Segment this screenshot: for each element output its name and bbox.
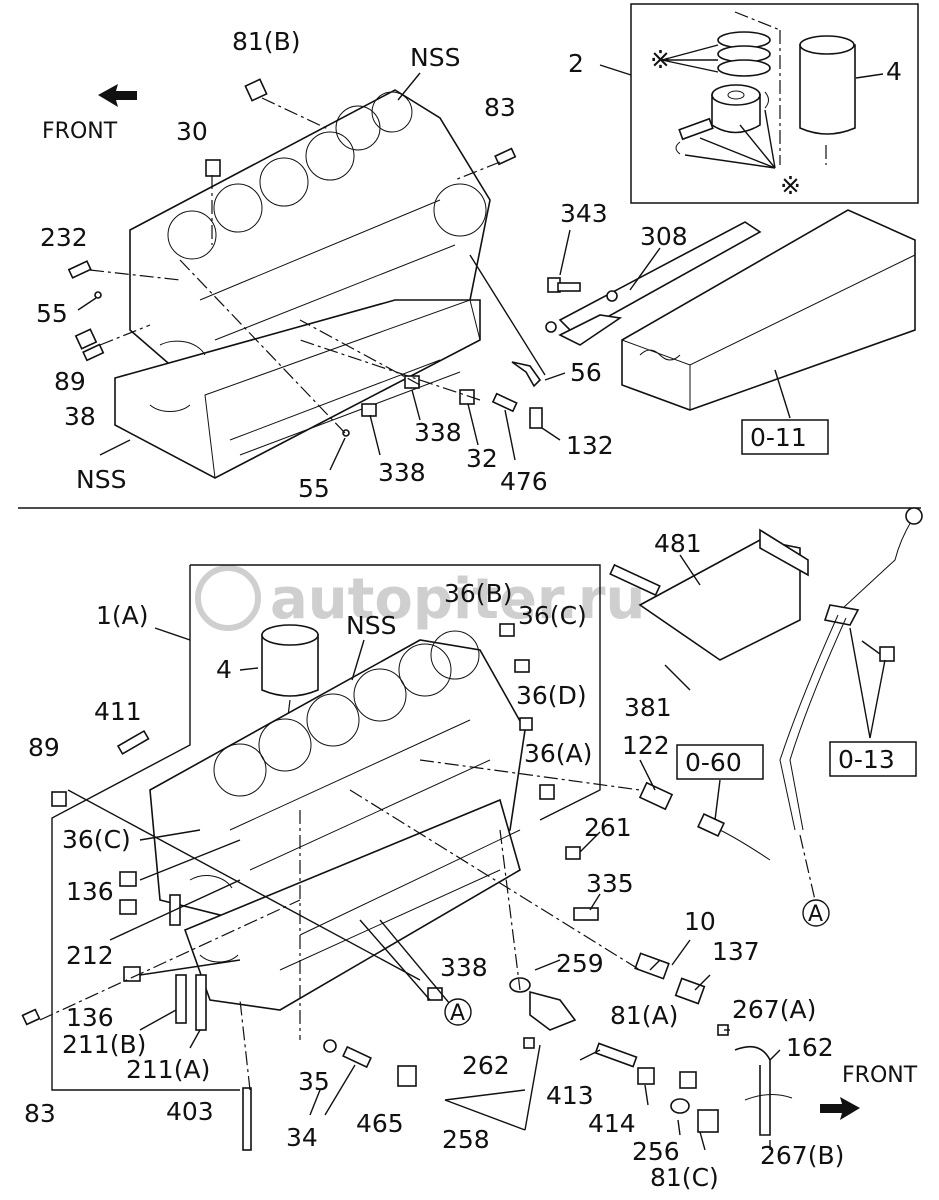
front-label-bottom: FRONT (842, 1063, 918, 1088)
label-2: 2 (568, 49, 584, 78)
label-381: 381 (624, 693, 672, 722)
label-256: 256 (632, 1137, 680, 1166)
bottom-section: 1(A) 4 NSS 36(B) 36(C) 36(D) 36(A) 411 8… (21, 507, 923, 1192)
label-481: 481 (654, 529, 702, 558)
label-162: 162 (786, 1033, 834, 1062)
label-36b: 36(B) (444, 579, 512, 608)
label-338-bottom: 338 (440, 953, 488, 982)
gear-cover (621, 209, 916, 411)
label-4-top: 4 (886, 57, 902, 86)
label-83-bottom: 83 (24, 1099, 56, 1128)
label-0-11: 0-11 (750, 423, 807, 452)
label-0-60: 0-60 (685, 748, 742, 777)
label-36a: 36(A) (524, 739, 592, 768)
ref-box-0-11 (741, 419, 829, 455)
label-81c: 81(C) (650, 1163, 719, 1192)
label-267a: 267(A) (732, 995, 816, 1024)
label-89-bottom: 89 (28, 733, 60, 762)
label-38: 38 (64, 402, 96, 431)
label-36c-top: 36(C) (518, 601, 587, 630)
star-mark-1: ※ (650, 45, 671, 74)
ref-circle-a-right (802, 899, 830, 927)
watermark: autopiter.ru (195, 565, 645, 632)
label-36c-left: 36(C) (62, 825, 131, 854)
label-35: 35 (298, 1067, 330, 1096)
label-211b: 211(B) (62, 1030, 146, 1059)
label-262: 262 (462, 1051, 510, 1080)
dipstick-bracket (609, 507, 923, 901)
label-338-b: 338 (378, 458, 426, 487)
piston-kit-box (630, 3, 919, 204)
label-403: 403 (166, 1097, 214, 1126)
cylinder-liner (261, 624, 319, 741)
small-parts-bottom (21, 623, 793, 1151)
label-32: 32 (466, 444, 498, 473)
label-338-a: 338 (414, 418, 462, 447)
star-mark-2: ※ (780, 171, 801, 200)
label-212: 212 (66, 941, 114, 970)
label-81b: 81(B) (232, 27, 300, 56)
label-55-lower: 55 (298, 474, 330, 503)
label-a-right: A (808, 902, 823, 927)
label-nss-bottom: NSS (346, 611, 396, 640)
label-211a: 211(A) (126, 1055, 210, 1084)
label-30: 30 (176, 117, 208, 146)
label-132: 132 (566, 431, 614, 460)
label-465: 465 (356, 1109, 404, 1138)
label-343: 343 (560, 199, 608, 228)
label-36d: 36(D) (516, 681, 587, 710)
label-34: 34 (286, 1123, 318, 1152)
cylinder-block-bottom (149, 630, 526, 1011)
leader-lines-top (77, 64, 884, 471)
cylinder-block-top (114, 89, 491, 479)
label-411: 411 (94, 697, 142, 726)
label-56: 56 (570, 358, 602, 387)
label-10: 10 (684, 907, 716, 936)
ref-box-0-13 (829, 741, 917, 777)
watermark-text: autopiter.ru (270, 567, 645, 632)
label-335: 335 (586, 869, 634, 898)
label-414: 414 (588, 1109, 636, 1138)
label-413: 413 (546, 1081, 594, 1110)
label-81a: 81(A) (610, 1001, 678, 1030)
label-136-b: 136 (66, 1003, 114, 1032)
label-1a: 1(A) (96, 601, 149, 630)
label-259: 259 (556, 949, 604, 978)
front-arrow-icon-bottom (820, 1097, 860, 1120)
label-267b: 267(B) (760, 1141, 844, 1170)
label-a-center: A (450, 1001, 465, 1026)
top-section: 81(B) NSS 30 83 FRONT 232 55 89 38 NSS 5… (36, 3, 919, 503)
label-122: 122 (622, 731, 670, 760)
label-nss-top: NSS (410, 43, 460, 72)
label-258: 258 (442, 1125, 490, 1154)
ref-box-0-60 (676, 744, 764, 780)
label-232: 232 (40, 223, 88, 252)
leader-lines-bottom (39, 554, 886, 1151)
label-83-top: 83 (484, 93, 516, 122)
small-parts-top (67, 78, 581, 437)
label-0-13: 0-13 (838, 745, 895, 774)
label-261: 261 (584, 813, 632, 842)
oil-pressure-sensor (638, 781, 771, 861)
front-arrow-icon (98, 84, 137, 107)
label-4-bottom: 4 (216, 655, 232, 684)
label-137: 137 (712, 937, 760, 966)
front-label-top: FRONT (42, 119, 118, 144)
oil-jet-rail (545, 221, 762, 346)
label-89-top: 89 (54, 367, 86, 396)
ref-circle-a-center (444, 998, 472, 1026)
label-308: 308 (640, 222, 688, 251)
label-136-a: 136 (66, 877, 114, 906)
label-nss-lower: NSS (76, 465, 126, 494)
label-476: 476 (500, 467, 548, 496)
assembly-outline (51, 565, 240, 1091)
label-55-top: 55 (36, 299, 68, 328)
